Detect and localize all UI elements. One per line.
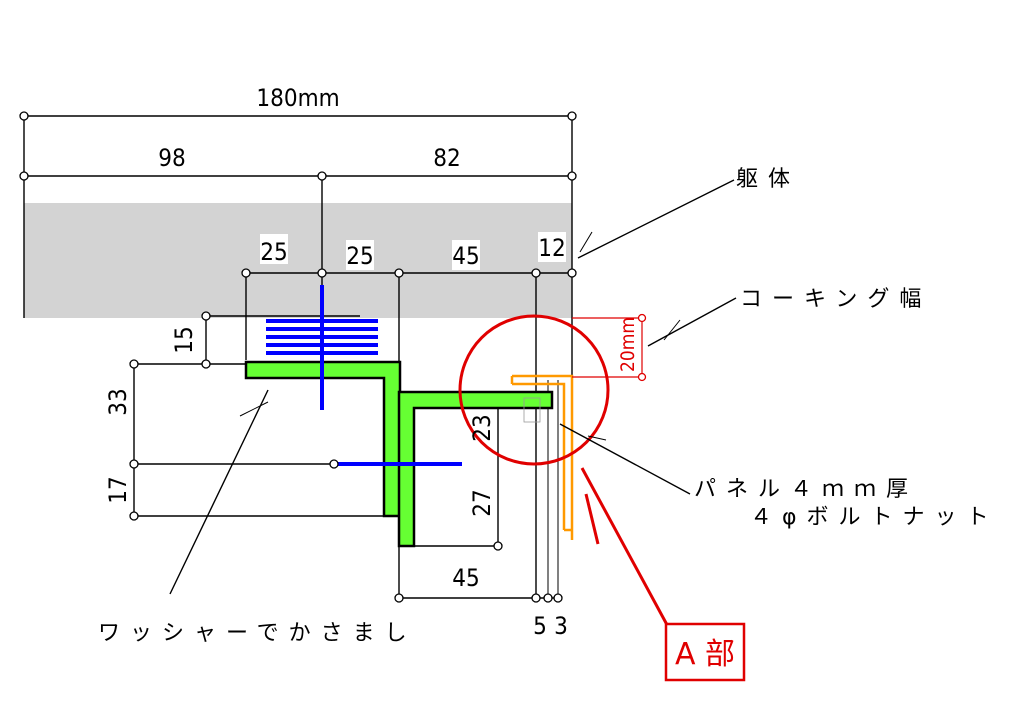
upper-angle-bracket xyxy=(244,360,402,518)
dimension-nodes xyxy=(19,111,577,603)
dim-seg-d: 12 xyxy=(538,234,565,262)
label-structure: 躯体 xyxy=(736,167,800,192)
dim-height-27: 27 xyxy=(468,489,496,516)
dim-height-15: 15 xyxy=(170,326,198,353)
label-panel-line1: パネル４ｍｍ厚 xyxy=(694,477,918,502)
label-washer: ワッシャーでかさまし xyxy=(98,621,417,646)
lower-angle-bracket xyxy=(397,390,554,548)
plate-bolt xyxy=(523,397,541,423)
dim-bottom-5: 5 xyxy=(533,612,547,640)
label-caulking: コーキング幅 xyxy=(740,287,931,312)
detail-a-box xyxy=(664,622,746,682)
label-detail-a: A 部 xyxy=(675,637,735,672)
dim-seg-b: 25 xyxy=(346,242,373,270)
caulking-width-value: 20mm xyxy=(617,317,639,372)
dim-bottom-45: 45 xyxy=(452,564,479,592)
dim-seg-c: 45 xyxy=(452,242,479,270)
dim-right-span: 82 xyxy=(433,144,460,172)
dim-bottom-3: 3 xyxy=(554,612,568,640)
dim-seg-a: 25 xyxy=(260,238,287,266)
left-dimensions xyxy=(133,315,384,517)
dim-overall: 180mm xyxy=(256,84,339,112)
dim-height-33: 33 xyxy=(104,388,132,415)
panel-4mm xyxy=(510,374,574,540)
leader-lines xyxy=(169,179,737,595)
structure-slab xyxy=(24,203,572,318)
top-dimensions xyxy=(23,115,573,598)
dim-height-17: 17 xyxy=(104,476,132,503)
dim-height-23: 23 xyxy=(468,414,496,441)
label-panel-line2: ４φボルトナット xyxy=(750,505,999,530)
dim-left-span: 98 xyxy=(158,144,185,172)
detail-a-circle xyxy=(458,314,610,466)
detail-a-leader xyxy=(580,467,674,635)
